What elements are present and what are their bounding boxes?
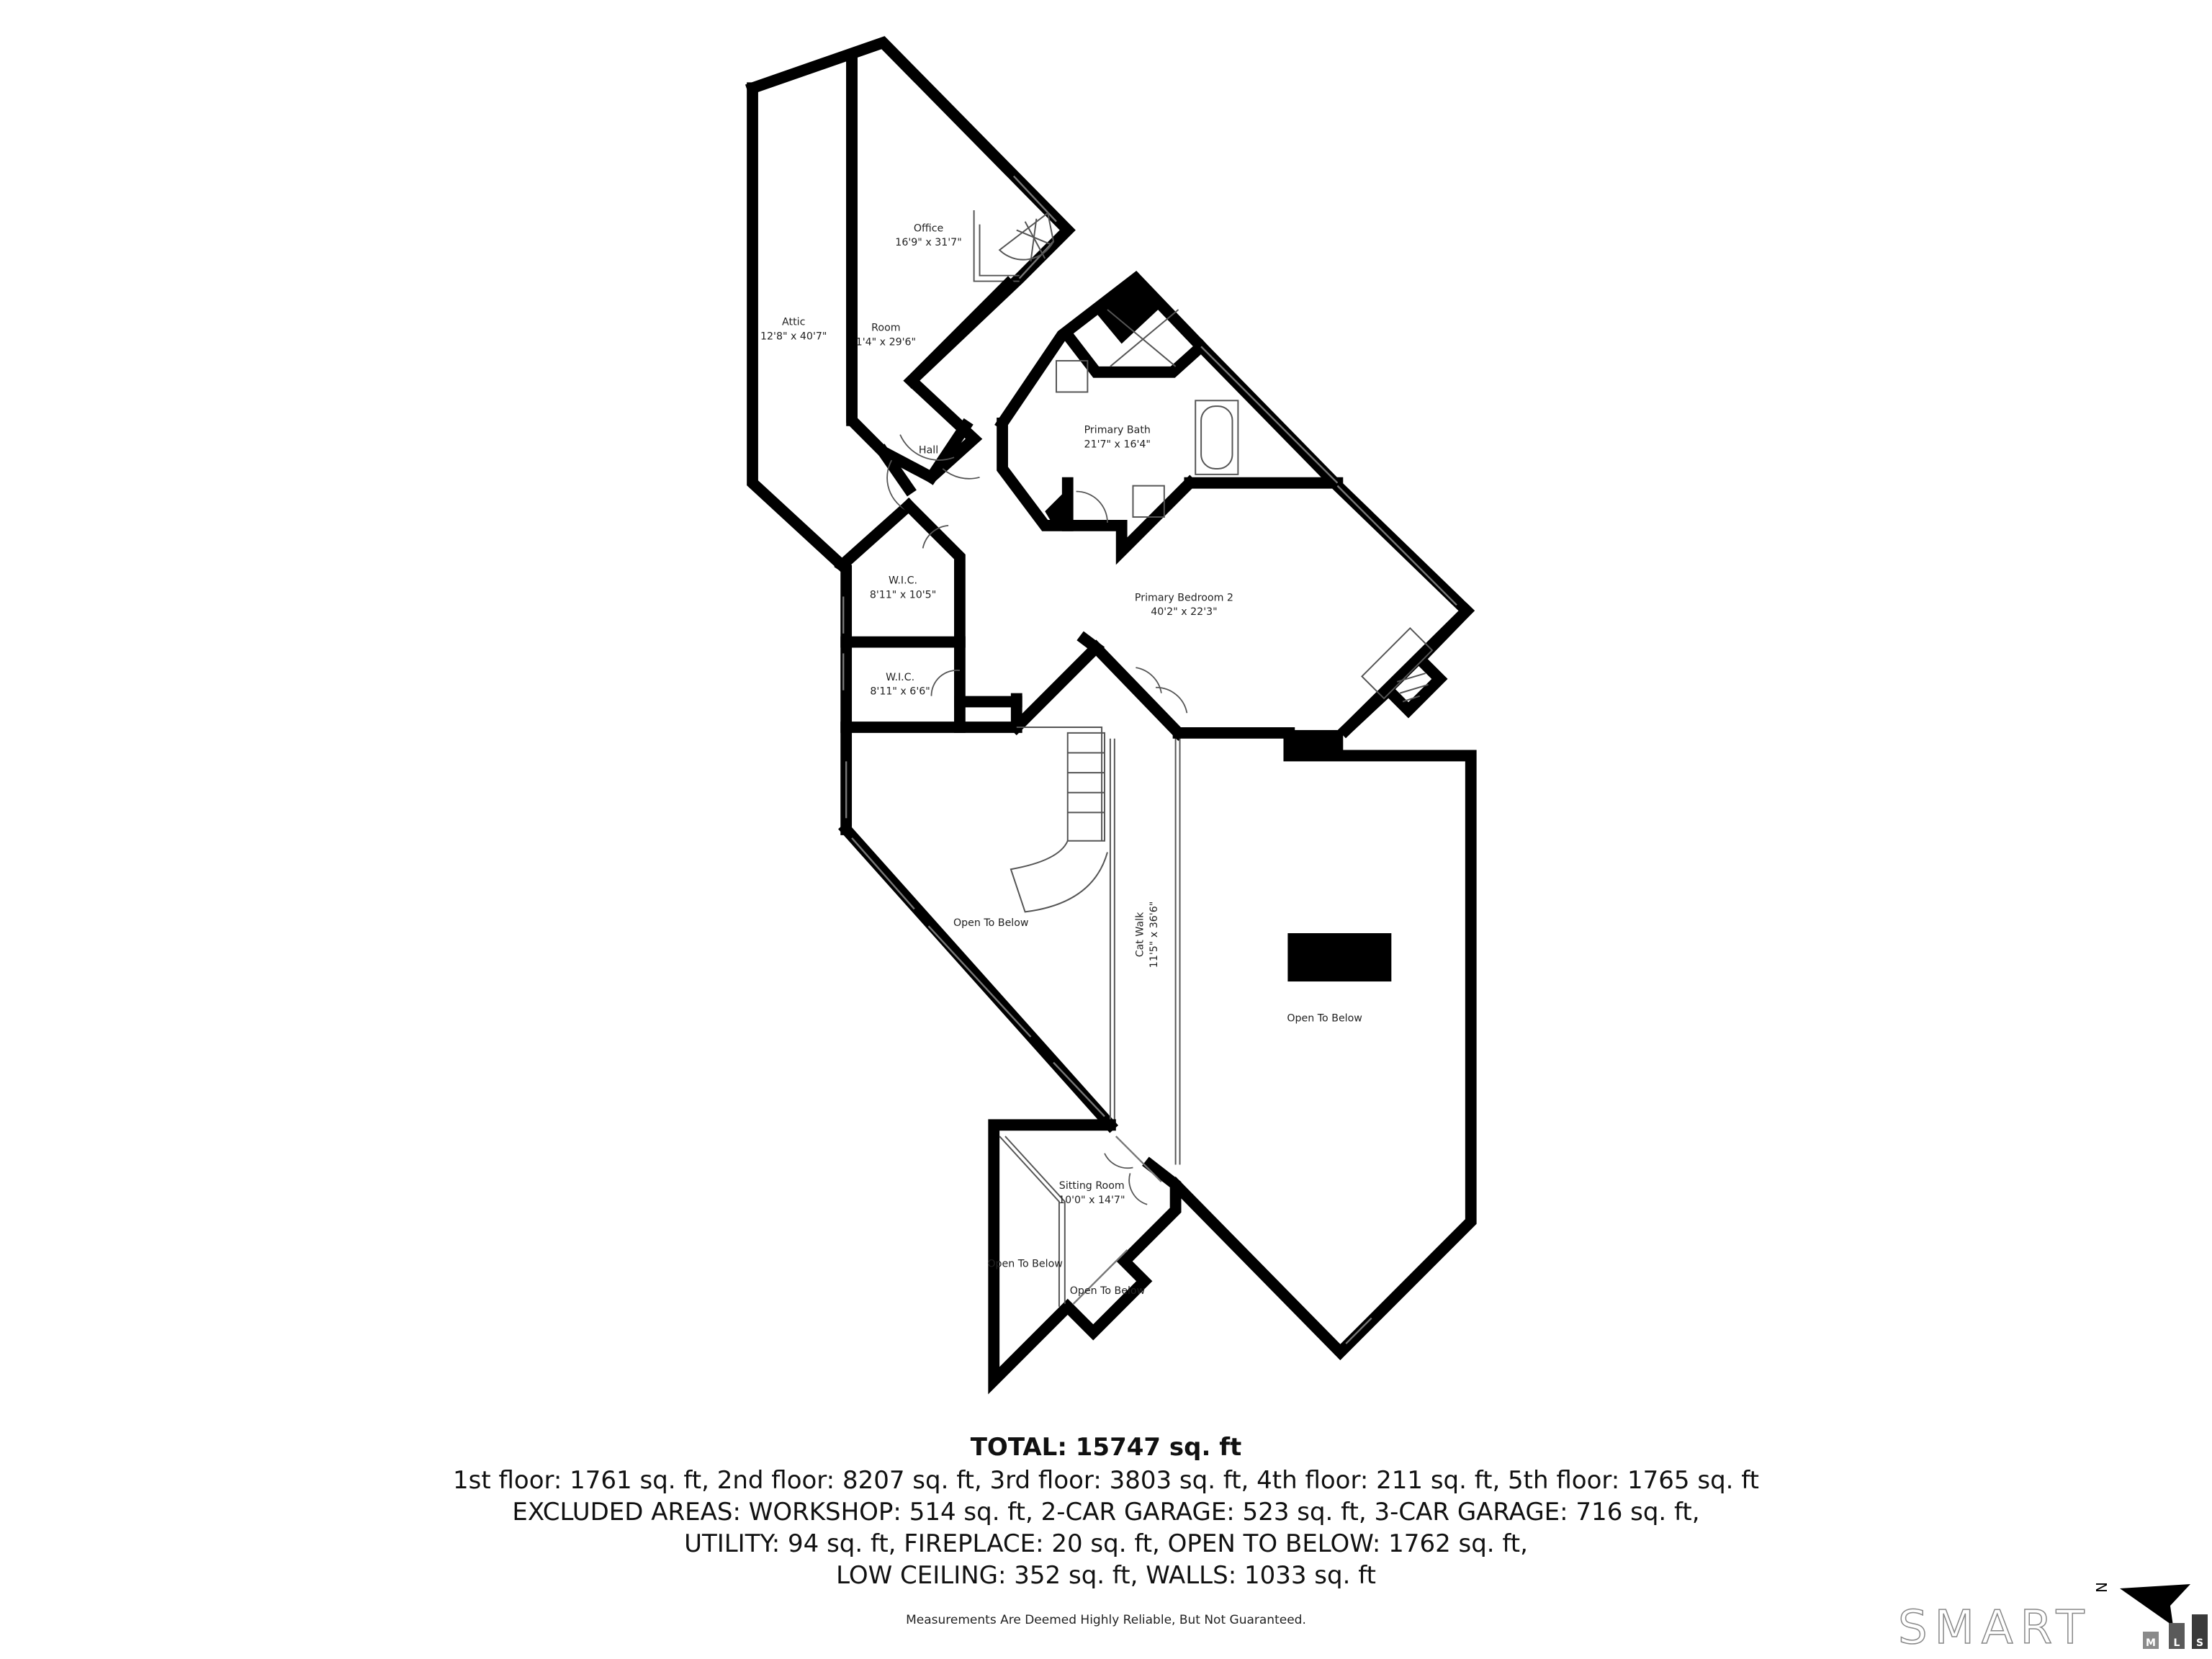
disclaimer: Measurements Are Deemed Highly Reliable,… xyxy=(906,1613,1306,1627)
room-label-wic-1: W.I.C.8'11" x 10'5" xyxy=(870,575,936,601)
floor-areas: 1st floor: 1761 sq. ft, 2nd floor: 8207 … xyxy=(453,1466,1759,1495)
svg-text:S: S xyxy=(2196,1637,2203,1649)
svg-text:N: N xyxy=(2093,1582,2110,1593)
mls-bars: M L S xyxy=(2143,1614,2208,1649)
room-label-open-to-below-2: Open To Below xyxy=(1287,1012,1362,1024)
excluded-areas-line-3: LOW CEILING: 352 sq. ft, WALLS: 1033 sq.… xyxy=(836,1561,1376,1590)
bedroom-door-walls xyxy=(1008,631,1188,742)
room-label-open-to-below-1: Open To Below xyxy=(953,917,1029,929)
room-label-open-to-below-4: Open To Below xyxy=(1070,1285,1146,1297)
logo-brand-text: SMART xyxy=(1898,1601,2092,1649)
total-area: TOTAL: 15747 sq. ft xyxy=(970,1433,1242,1462)
svg-text:L: L xyxy=(2174,1637,2180,1649)
room-label-hall: Hall xyxy=(919,444,938,456)
excluded-areas-line-1: EXCLUDED AREAS: WORKSHOP: 514 sq. ft, 2-… xyxy=(512,1498,1700,1527)
compass-icon: N xyxy=(2093,1582,2190,1626)
fireplace xyxy=(1338,603,1475,739)
great-room-open-walls xyxy=(1167,727,1477,1361)
stair-and-open-area xyxy=(838,721,1181,1165)
svg-text:M: M xyxy=(2146,1637,2156,1649)
excluded-areas-line-2: UTILITY: 94 sq. ft, FIREPLACE: 20 sq. ft… xyxy=(684,1529,1528,1558)
room-label-wic-2: W.I.C.8'11" x 6'6" xyxy=(870,672,930,698)
smart-mls-logo: SMART N M L S xyxy=(1897,1582,2208,1649)
sitting-room-walls xyxy=(988,1119,1182,1395)
upper-wing-walls xyxy=(745,36,1076,573)
hall-walls xyxy=(875,418,980,512)
room-label-open-to-below-3: Open To Below xyxy=(987,1259,1063,1270)
primary-suite-walls xyxy=(903,271,1475,739)
